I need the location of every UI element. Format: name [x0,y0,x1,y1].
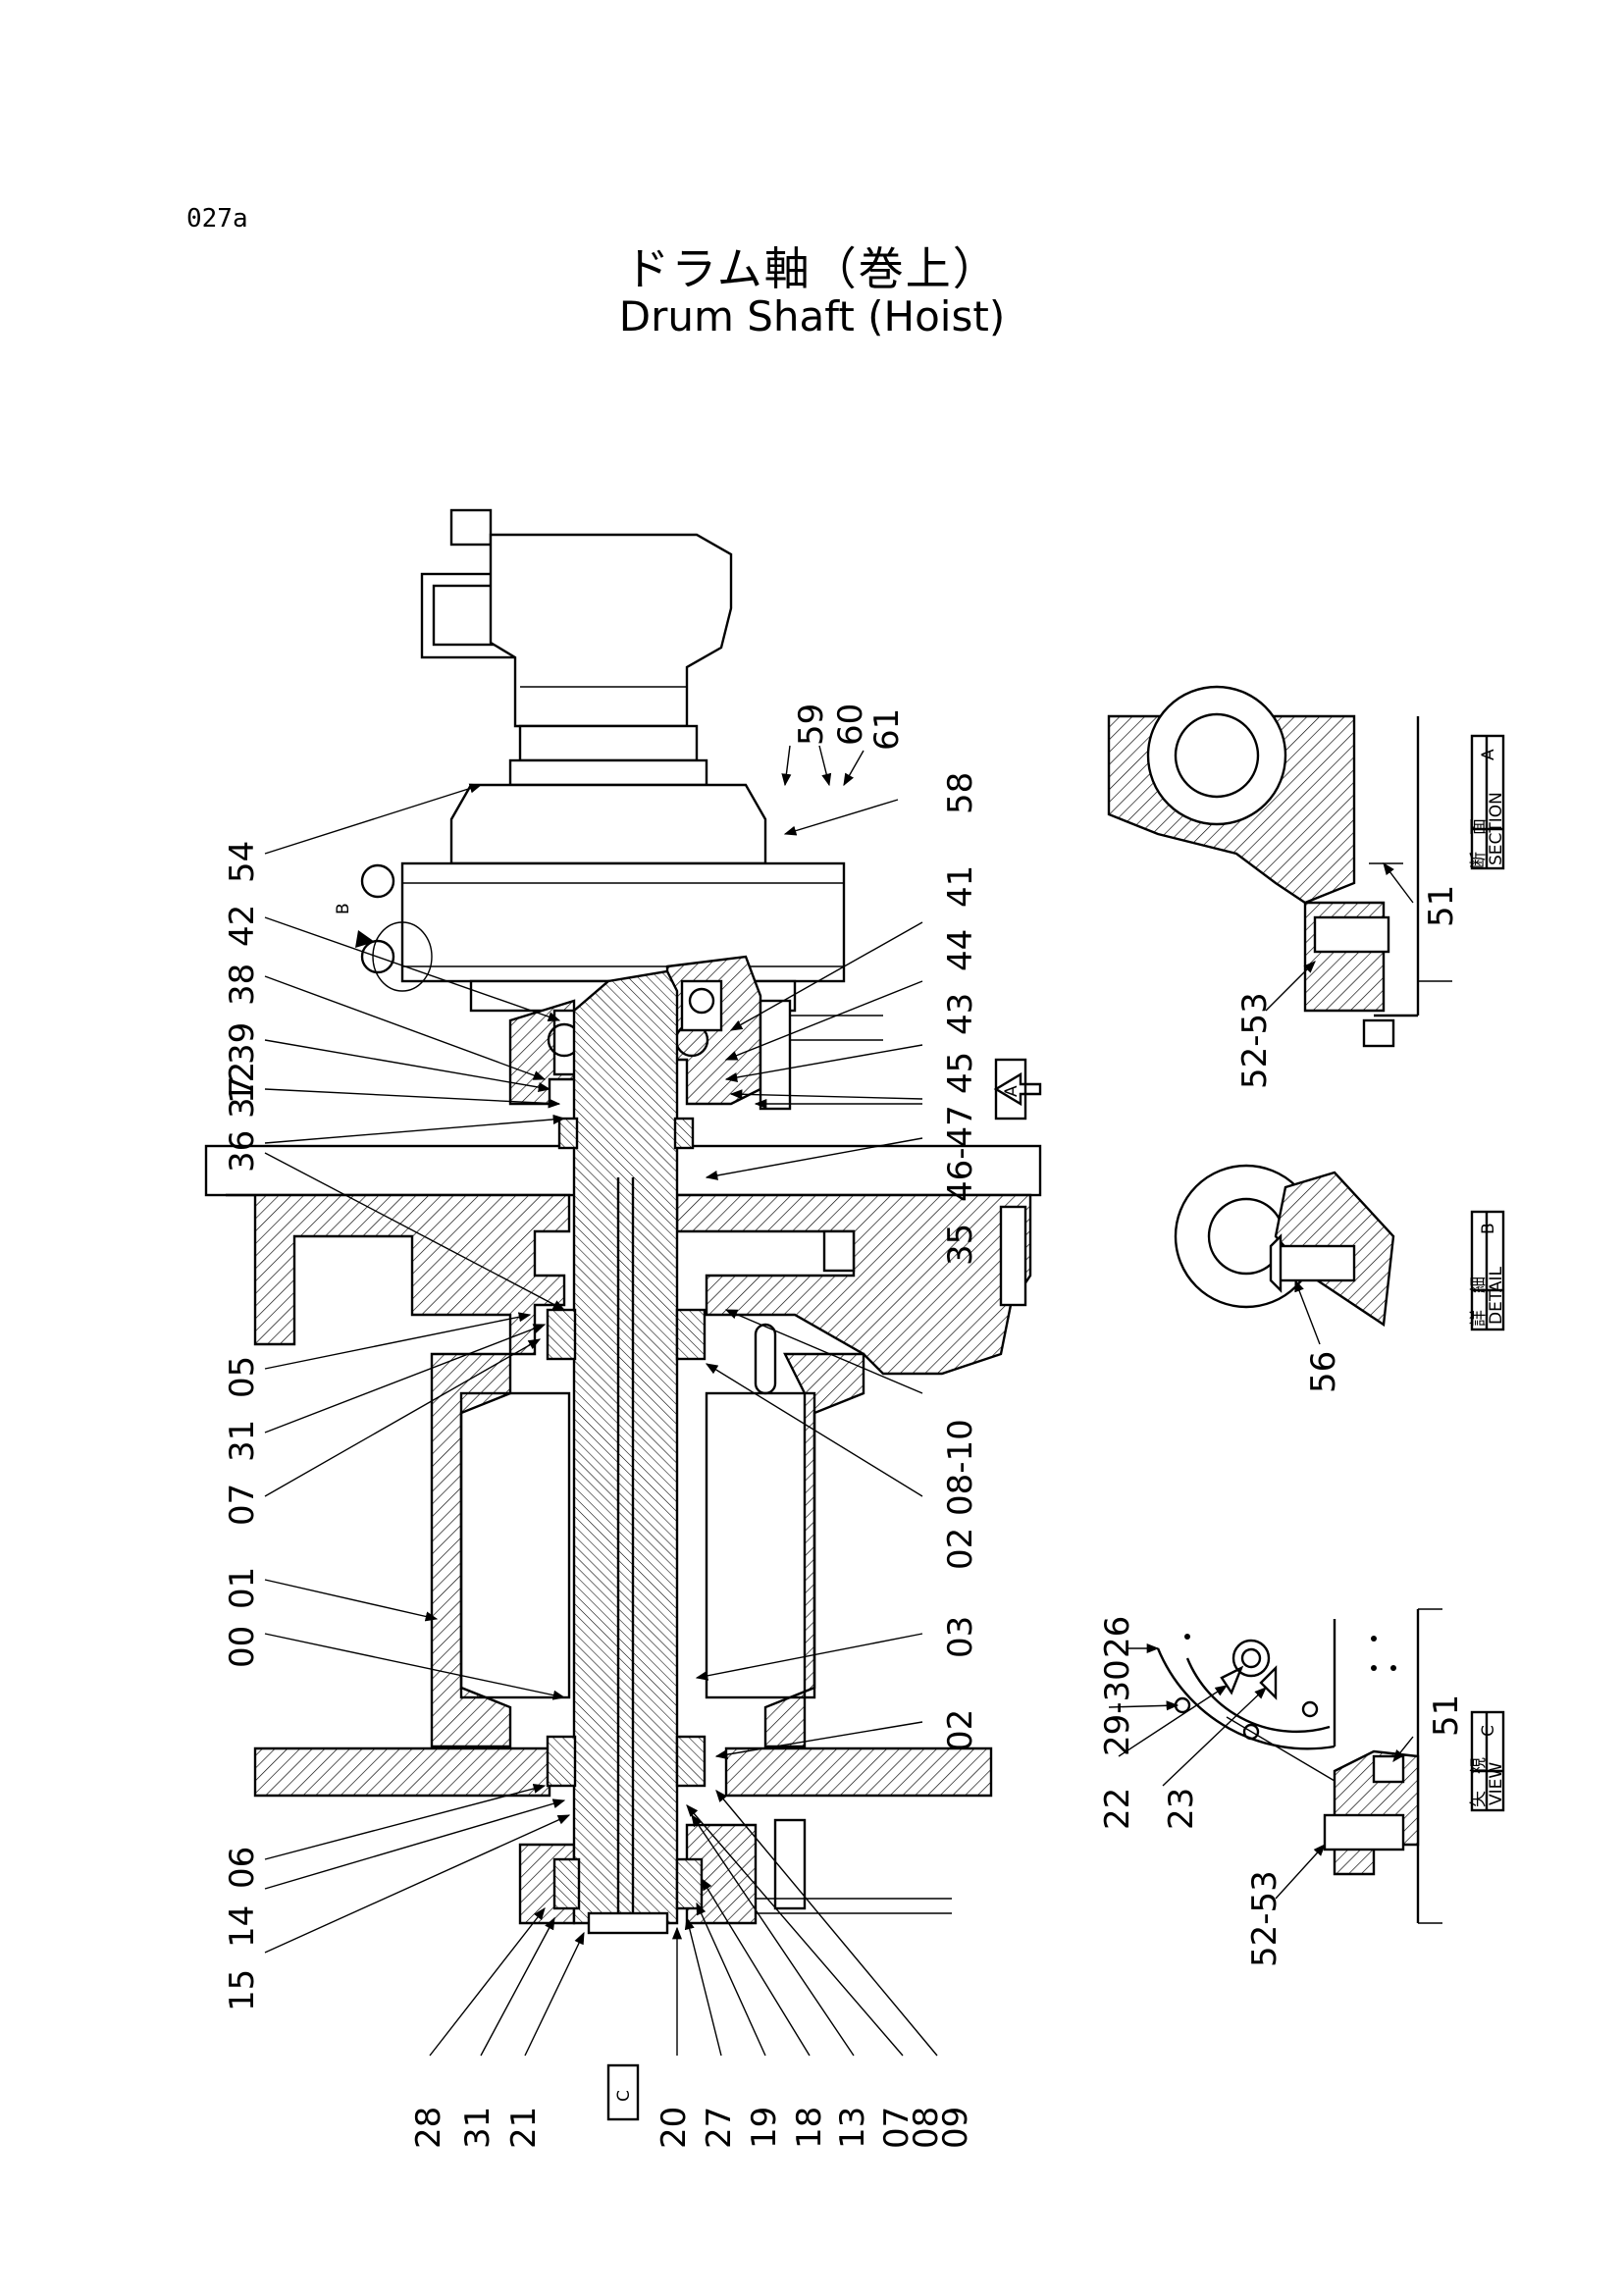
leaders-left [264,783,571,1954]
main-assembly [204,508,1042,1935]
callout-28: 28 [409,2107,448,2149]
callout-41: 41 [941,865,980,908]
section-a-callout-51: 51 [1422,885,1461,927]
callout-07: 07 [223,1484,262,1526]
view-c-callout-51: 51 [1427,1694,1466,1737]
detail-b-jp: 詳 細 [1469,1277,1489,1327]
callout-19: 19 [745,2107,784,2149]
view-c-jp: 矢 視 [1469,1757,1489,1807]
detail-b-callout-56: 56 [1304,1351,1343,1393]
callouts-left: 54 42 38 39 37 36 12 05 31 07 01 00 06 1… [223,841,262,2011]
leaders-right [695,745,923,1760]
callout-31-bottom: 31 [458,2107,498,2149]
callout-58: 58 [941,772,980,814]
callout-05: 05 [223,1356,262,1398]
callout-08-10: 08-10 [941,1419,980,1516]
callout-27: 27 [700,2107,739,2149]
callout-12: 12 [223,1062,262,1104]
drum-body [430,1323,865,1748]
callout-60: 60 [831,704,870,746]
callout-59: 59 [792,704,831,746]
callout-43: 43 [941,993,980,1035]
hydraulic-motor [400,508,846,1013]
detail-b-circle [372,921,433,992]
callout-42: 42 [223,905,262,947]
view-c-callout-26: 26 [1098,1616,1137,1658]
callout-01: 01 [223,1567,262,1609]
detail-b-en: DETAIL [1487,1266,1506,1325]
view-c-en: VIEW [1487,1762,1506,1805]
view-arrow-c: C [606,2063,640,2121]
callout-45: 45 [941,1052,980,1094]
view-c-callout-29-30: 29-30 [1098,1659,1137,1756]
callout-13: 13 [833,2107,872,2149]
callouts-right: 59 60 61 58 41 44 43 45 46-47 35 08-10 0… [792,704,980,1751]
callout-61: 61 [867,708,907,751]
detail-b-letter: B [334,903,353,914]
section-a-letter: A [1479,749,1498,760]
view-c-callout-23: 23 [1162,1788,1201,1830]
drum-flange-lower [253,1747,551,1798]
callout-02-lower: 02 [941,1709,980,1751]
view-a-letter: A [1002,1085,1022,1097]
detail-b-view-letter: B [1479,1223,1498,1234]
view-c-callout-22: 22 [1098,1788,1137,1830]
leaders-bottom [429,1790,938,2057]
eye-bolt [360,939,395,974]
callout-20: 20 [655,2107,694,2149]
callout-36: 36 [223,1130,262,1173]
view-c-letter: C [614,2090,634,2102]
section-a-view: 51 52-53 断 面 SECTION A [1107,685,1506,1089]
callout-03: 03 [941,1616,980,1658]
callout-31: 31 [223,1420,262,1462]
callout-08: 08 [907,2107,946,2149]
callout-14: 14 [223,1905,262,1948]
drum-housing-right [675,1193,1032,1376]
callout-02: 02 [941,1528,980,1570]
drum-shaft [572,969,679,1925]
callout-38: 38 [223,964,262,1006]
eye-bolt [360,863,395,899]
drum-housing-left [226,1193,571,1356]
callout-21: 21 [504,2107,544,2149]
callout-35: 35 [941,1224,980,1266]
page-code: 027a [186,204,248,234]
callout-00: 00 [223,1626,262,1668]
title-english: Drum Shaft (Hoist) [618,292,1006,340]
callout-44: 44 [941,929,980,971]
view-c-view: 26 29-30 22 23 51 52-53 矢 視 VIEW C [1098,1608,1506,1967]
section-a-callout-52-53: 52-53 [1235,992,1275,1089]
detail-b-marker: B [334,903,375,948]
callout-54: 54 [223,841,262,883]
view-arrow-a: A [993,1058,1042,1121]
detail-b-view: 56 詳 細 DETAIL B [1174,1164,1506,1393]
callout-06: 06 [223,1847,262,1889]
callout-15: 15 [223,1969,262,2011]
callout-46-47: 46-47 [941,1105,980,1202]
view-c-callout-52-53: 52-53 [1245,1870,1284,1967]
section-a-jp: 断 面 [1469,818,1489,868]
tapered-roller-bearings [546,1308,707,1910]
view-c-view-letter: C [1479,1725,1498,1737]
callout-07-bottom: 07 [877,2107,917,2149]
title-japanese: ドラム軸（巻上） [624,242,1000,295]
callouts-bottom: 28 31 21 20 27 19 18 13 07 08 09 [409,2107,975,2149]
callout-09: 09 [936,2107,975,2149]
callout-39: 39 [223,1022,262,1065]
callout-18: 18 [790,2107,829,2149]
section-a-en: SECTION [1487,792,1506,865]
callout-37: 37 [223,1076,262,1119]
